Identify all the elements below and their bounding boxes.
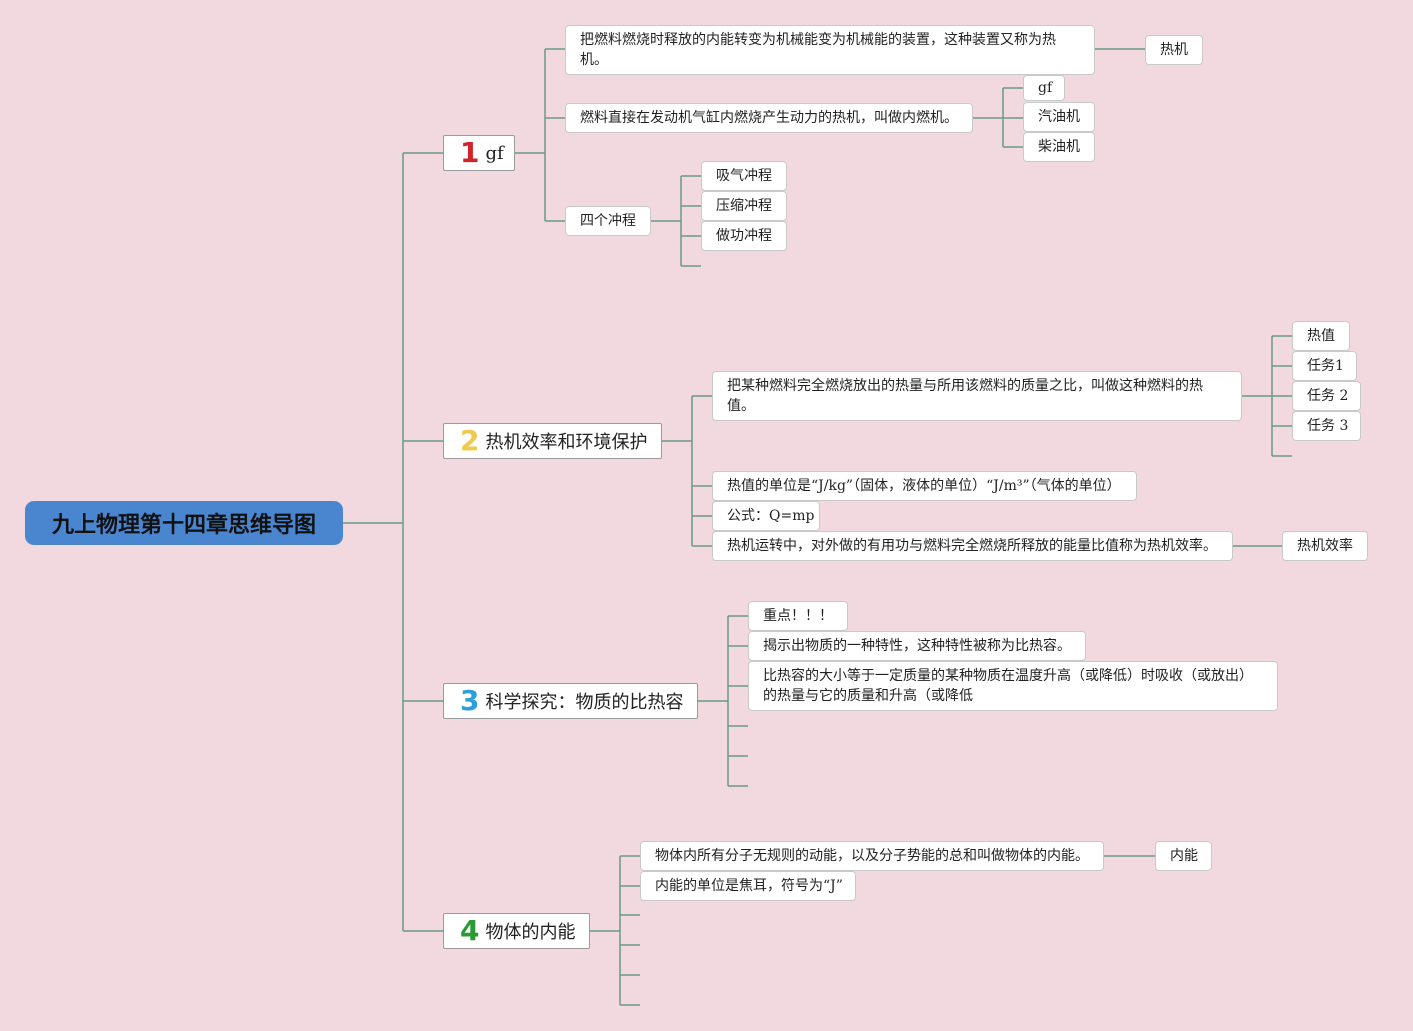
- calorific-value-node[interactable]: 热值: [1292, 321, 1350, 351]
- power-stroke-label: 做功冲程: [716, 228, 772, 244]
- power-stroke-node[interactable]: 做功冲程: [701, 221, 787, 251]
- diesel-engine-label: 柴油机: [1038, 139, 1080, 155]
- branch-3-label: 科学探究：物质的比热容: [485, 692, 684, 713]
- task-1-label: 任务1: [1307, 358, 1344, 374]
- internal-energy-unit-text: 内能的单位是焦耳，符号为“J”: [655, 878, 843, 894]
- efficiency-label: 热机效率: [1297, 538, 1353, 554]
- compression-stroke-node[interactable]: 压缩冲程: [701, 191, 787, 221]
- branch-4-number: 4: [460, 914, 480, 947]
- intake-stroke-node[interactable]: 吸气冲程: [701, 161, 787, 191]
- branch-1-topic[interactable]: 1 gf: [443, 135, 515, 171]
- four-strokes-text: 四个冲程: [580, 213, 636, 229]
- internal-energy-label: 内能: [1170, 848, 1198, 864]
- gf-label: gf: [1038, 80, 1053, 96]
- efficiency-definition-text: 热机运转中，对外做的有用功与燃料完全燃烧所释放的能量比值称为热机效率。: [727, 538, 1217, 554]
- root-topic[interactable]: 九上物理第十四章思维导图: [25, 501, 343, 545]
- task-2-label: 任务 2: [1307, 388, 1349, 404]
- diesel-engine-node[interactable]: 柴油机: [1023, 132, 1095, 162]
- calorific-unit-text: 热值的单位是“J/kg”（固体，液体的单位）“J/m³”（气体的单位）: [727, 478, 1121, 494]
- branch-3-number: 3: [460, 684, 480, 717]
- branch-4-topic[interactable]: 4 物体的内能: [443, 913, 590, 949]
- branch-2-number: 2: [460, 424, 480, 457]
- internal-energy-definition-text: 物体内所有分子无规则的动能，以及分子势能的总和叫做物体的内能。: [655, 848, 1089, 864]
- four-strokes-node[interactable]: 四个冲程: [565, 206, 651, 236]
- branch-1-number: 1: [460, 136, 480, 169]
- calorific-value-definition-text: 把某种燃料完全燃烧放出的热量与所用该燃料的质量之比，叫做这种燃料的热值。: [727, 378, 1203, 414]
- gf-node[interactable]: gf: [1023, 75, 1065, 101]
- gasoline-engine-node[interactable]: 汽油机: [1023, 102, 1095, 132]
- specific-heat-definition-text: 比热容的大小等于一定质量的某种物质在温度升高（或降低）时吸收（或放出）的热量与它…: [763, 668, 1253, 704]
- internal-energy-definition-node[interactable]: 物体内所有分子无规则的动能，以及分子势能的总和叫做物体的内能。: [640, 841, 1104, 871]
- efficiency-node[interactable]: 热机效率: [1282, 531, 1368, 561]
- internal-combustion-text: 燃料直接在发动机气缸内燃烧产生动力的热机，叫做内燃机。: [580, 110, 958, 126]
- internal-energy-unit-node[interactable]: 内能的单位是焦耳，符号为“J”: [640, 871, 856, 901]
- specific-heat-characteristic-node[interactable]: 揭示出物质的一种特性，这种特性被称为比热容。: [748, 631, 1086, 661]
- heat-engine-definition-text: 把燃料燃烧时释放的内能转变为机械能变为机械能的装置，这种装置又称为热机。: [580, 32, 1056, 68]
- key-point-text: 重点！！！: [763, 608, 833, 624]
- calorific-value-definition-node[interactable]: 把某种燃料完全燃烧放出的热量与所用该燃料的质量之比，叫做这种燃料的热值。: [712, 371, 1242, 421]
- root-title: 九上物理第十四章思维导图: [51, 513, 316, 538]
- task-3-node[interactable]: 任务 3: [1292, 411, 1361, 441]
- intake-stroke-label: 吸气冲程: [716, 168, 772, 184]
- task-3-label: 任务 3: [1307, 418, 1349, 434]
- calorific-value-label: 热值: [1307, 328, 1335, 344]
- heat-engine-node[interactable]: 热机: [1145, 35, 1203, 65]
- heat-engine-label: 热机: [1160, 42, 1188, 58]
- internal-combustion-node[interactable]: 燃料直接在发动机气缸内燃烧产生动力的热机，叫做内燃机。: [565, 103, 973, 133]
- specific-heat-definition-node[interactable]: 比热容的大小等于一定质量的某种物质在温度升高（或降低）时吸收（或放出）的热量与它…: [748, 661, 1278, 711]
- branch-4-label: 物体的内能: [485, 922, 576, 943]
- branch-2-label: 热机效率和环境保护: [485, 432, 648, 453]
- heat-engine-definition-node[interactable]: 把燃料燃烧时释放的内能转变为机械能变为机械能的装置，这种装置又称为热机。: [565, 25, 1095, 75]
- task-1-node[interactable]: 任务1: [1292, 351, 1357, 381]
- compression-stroke-label: 压缩冲程: [716, 198, 772, 214]
- branch-2-topic[interactable]: 2 热机效率和环境保护: [443, 423, 662, 459]
- specific-heat-characteristic-text: 揭示出物质的一种特性，这种特性被称为比热容。: [763, 638, 1071, 654]
- formula-text: 公式：Q=mp: [727, 508, 815, 524]
- internal-energy-node[interactable]: 内能: [1155, 841, 1212, 871]
- gasoline-engine-label: 汽油机: [1038, 109, 1080, 125]
- branch-3-topic[interactable]: 3 科学探究：物质的比热容: [443, 683, 698, 719]
- task-2-node[interactable]: 任务 2: [1292, 381, 1361, 411]
- formula-node[interactable]: 公式：Q=mp: [712, 501, 820, 531]
- efficiency-definition-node[interactable]: 热机运转中，对外做的有用功与燃料完全燃烧所释放的能量比值称为热机效率。: [712, 531, 1233, 561]
- calorific-unit-node[interactable]: 热值的单位是“J/kg”（固体，液体的单位）“J/m³”（气体的单位）: [712, 471, 1137, 501]
- branch-1-label: gf: [485, 142, 504, 164]
- key-point-node[interactable]: 重点！！！: [748, 601, 848, 631]
